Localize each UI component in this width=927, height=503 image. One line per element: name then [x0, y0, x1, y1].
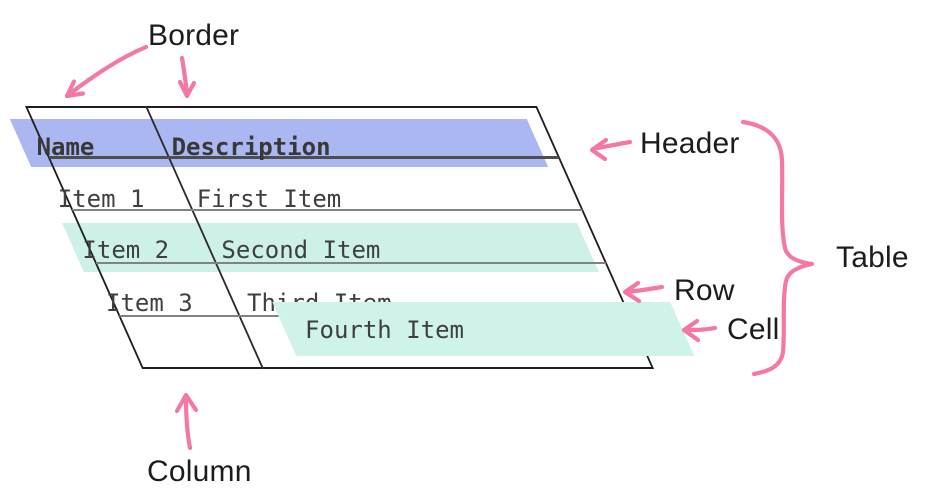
- header-cell-description: Description: [171, 133, 331, 161]
- table-cell: First Item: [196, 185, 342, 213]
- table-cell: Fourth Item: [305, 316, 465, 344]
- cell-label: Cell: [727, 313, 780, 346]
- table-cell: Item 1: [57, 185, 145, 213]
- header-cell-name: Name: [36, 133, 95, 161]
- border-label: Border: [148, 19, 240, 52]
- table-label: Table: [836, 241, 909, 274]
- cell-arrow-icon: [681, 318, 718, 343]
- row-arrow-icon: [622, 280, 665, 304]
- border-arrow-curved-icon: [64, 44, 149, 99]
- border-arrow-straight-icon: [177, 55, 197, 99]
- column-arrow-icon: [174, 392, 199, 451]
- table-cell: Second Item: [221, 236, 381, 264]
- header-label: Header: [640, 127, 740, 160]
- table-cell: Item 3: [106, 289, 193, 317]
- header-arrow-icon: [589, 137, 633, 162]
- table-graphic: Name Description Item 1 First Item Item …: [9, 106, 695, 369]
- row-label: Row: [674, 274, 735, 307]
- table-cell: Item 2: [82, 236, 170, 264]
- column-label: Column: [147, 455, 252, 488]
